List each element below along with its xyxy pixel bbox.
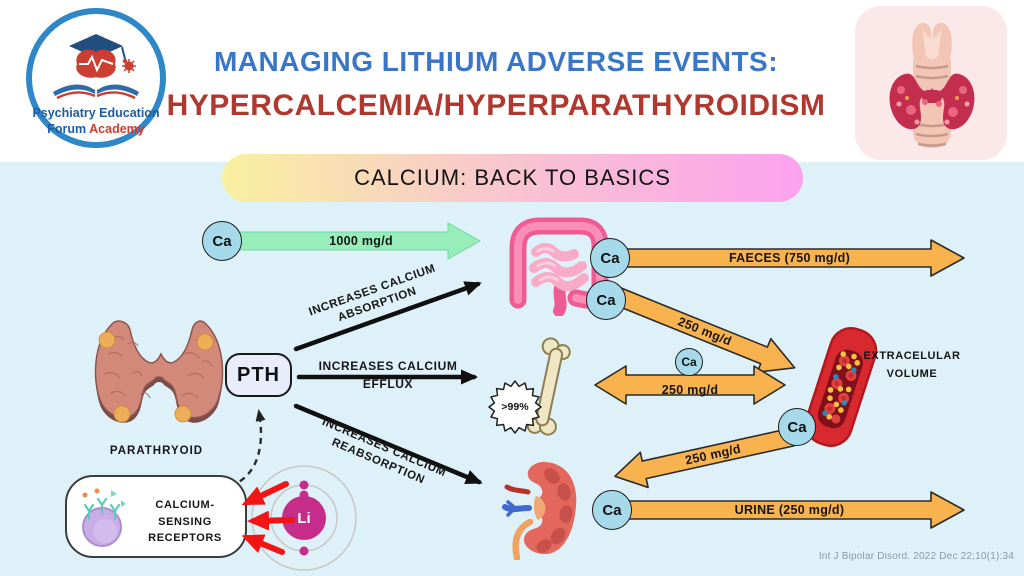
kidney-icon — [502, 461, 577, 560]
logo-brain-book-icon — [53, 34, 139, 100]
absorption-arrow — [293, 281, 482, 352]
receptor-cell-icon — [82, 488, 126, 547]
intake-arrow-label: 1000 mg/d — [329, 234, 393, 248]
blood-vessel-icon — [804, 327, 878, 447]
filtered-calcium-arrow: 250 mg/d — [608, 417, 797, 496]
ca-circle-filtered: Ca — [778, 408, 816, 446]
absorbed-calcium-arrow: 250 mg/d — [605, 275, 805, 387]
faeces-arrow-label: FAECES (750 mg/d) — [728, 251, 851, 265]
logo-text-line2: Forum Academy — [32, 122, 160, 136]
lithium-inhibition-arrows — [241, 481, 295, 555]
section-banner: CALCIUM: BACK TO BASICS — [222, 154, 803, 202]
ca-circle-bone: Ca — [675, 348, 703, 376]
logo-text-line1: Psychiatry Education — [32, 106, 160, 120]
urine-arrow-label: URINE (250 mg/d) — [734, 503, 845, 517]
urine-arrow: URINE (250 mg/d) — [612, 490, 967, 530]
intake-arrow: 1000 mg/d — [240, 222, 482, 260]
bone-exchange-arrow: 250 mg/d — [592, 363, 788, 407]
parathyroid-label: PARATHRYOID — [109, 445, 204, 457]
pth-label: PTH — [237, 363, 280, 386]
thyroid-illustration-card — [855, 6, 1007, 160]
efflux-arrow — [296, 369, 478, 385]
ca-circle-urine: Ca — [592, 490, 632, 530]
bone-percent-burst: >99% — [488, 380, 542, 434]
logo-text-academy: Academy — [89, 122, 145, 136]
thyroid-trachea-icon — [889, 22, 975, 148]
title-line2: HYPERCALCEMIA/HYPERPARATHYROIDISM — [166, 89, 826, 122]
citation: Int J Bipolar Disord. 2022 Dec 22;10(1):… — [818, 551, 1014, 562]
efflux-arrow-label-line1: INCREASES CALCIUM — [318, 359, 458, 373]
title-line1: MANAGING LITHIUM ADVERSE EVENTS: — [213, 46, 779, 77]
efflux-arrow-label-line2: EFFLUX — [362, 377, 414, 391]
banner-label: CALCIUM: BACK TO BASICS — [354, 165, 671, 190]
lithium-symbol: Li — [297, 509, 311, 527]
parathyroid-gland-icon — [94, 320, 224, 423]
feedback-dashed-arrow — [229, 409, 266, 488]
lithium-atom: Li — [246, 460, 362, 576]
logo-psychiatry-education-forum: Psychiatry Education Forum Academy — [26, 8, 166, 148]
ca-circle-faeces: Ca — [590, 238, 630, 278]
bone-percent-label: >99% — [501, 401, 529, 413]
pth-node: PTH — [225, 353, 292, 397]
faeces-arrow: FAECES (750 mg/d) — [612, 238, 967, 278]
ca-circle-absorbed: Ca — [586, 280, 626, 320]
page-title: MANAGING LITHIUM ADVERSE EVENTS: HYPERCA… — [156, 46, 836, 123]
ca-circle-intake: Ca — [202, 221, 242, 261]
reabsorption-arrow — [293, 403, 483, 485]
bone-exchange-label: 250 mg/d — [661, 383, 719, 397]
logo-text-forum: Forum — [47, 122, 87, 136]
